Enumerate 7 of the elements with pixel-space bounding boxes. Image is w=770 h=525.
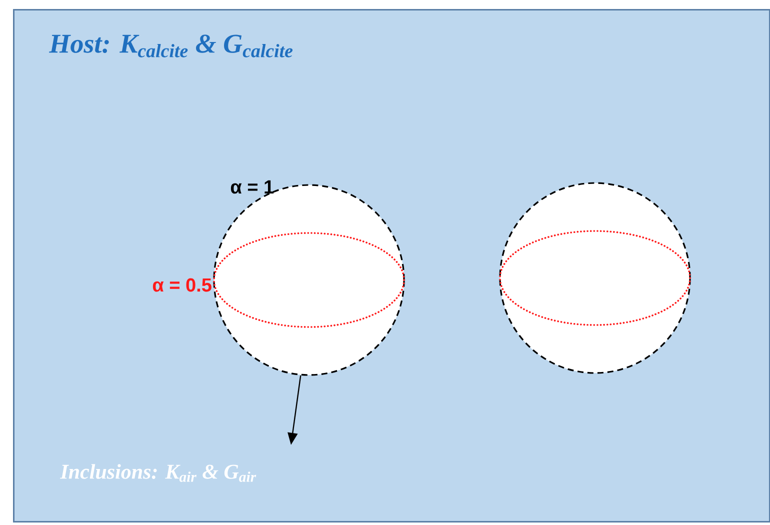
inclusions-label: Inclusions: K$_{air}$ & G$_{air}$ <box>60 464 256 482</box>
sphere-outline <box>499 182 691 374</box>
alpha-label: α = 0.5 <box>152 278 212 292</box>
alpha-label: α = 1 <box>230 180 274 194</box>
ellipsoid-outline <box>499 230 691 326</box>
ellipsoid-outline <box>213 232 405 328</box>
heading: Host: K$_{calcite}$ & G$_{calcite}$ <box>49 34 293 58</box>
